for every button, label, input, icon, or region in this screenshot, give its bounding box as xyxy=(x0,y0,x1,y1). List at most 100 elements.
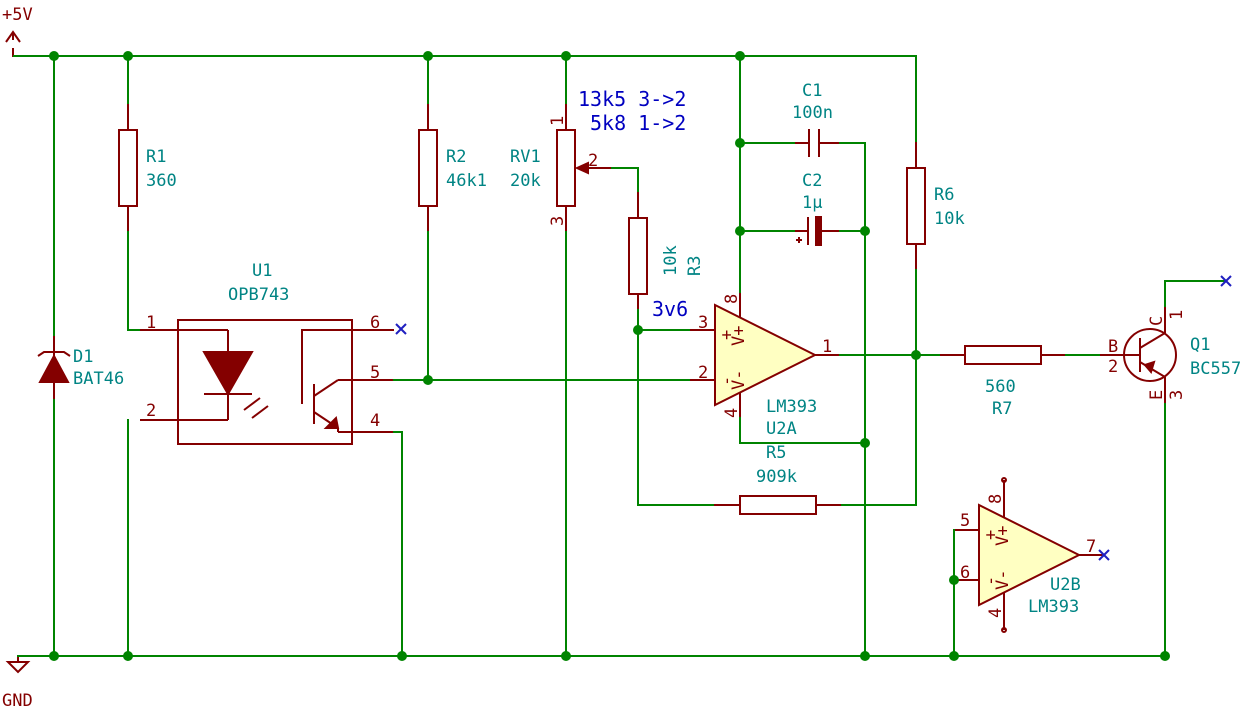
RV1-pin3: 3 xyxy=(548,216,568,226)
U2A-vplus: V+ xyxy=(729,326,749,346)
U2A-ref: U2A xyxy=(766,419,797,439)
U2A-pin4: 4 xyxy=(722,408,742,418)
Q1-pin-c: C xyxy=(1147,316,1167,326)
capacitor-C1: C1 100n xyxy=(739,81,866,157)
node-label-3v6: 3v6 xyxy=(652,297,688,321)
C1-value: 100n xyxy=(792,103,833,123)
R5-ref: R5 xyxy=(766,443,786,463)
U2B-pin8: 8 xyxy=(986,494,1006,504)
U1-pin1: 1 xyxy=(146,313,156,333)
U2B-value: LM393 xyxy=(1028,597,1079,617)
gnd-label: GND xyxy=(2,691,33,708)
U2A-pin3: 3 xyxy=(698,313,708,333)
R6-value: 10k xyxy=(934,209,965,229)
Q1-ref: Q1 xyxy=(1190,335,1210,355)
junction xyxy=(860,226,870,236)
junction xyxy=(911,350,921,360)
no-connect-U1-pin6 xyxy=(395,323,407,335)
U2B-vminus: V- xyxy=(993,570,1013,590)
vcc-label: +5V xyxy=(2,5,33,25)
R1-ref: R1 xyxy=(146,147,166,167)
junction xyxy=(735,51,745,61)
U2A-value: LM393 xyxy=(766,397,817,417)
resistor-R3: R3 10k xyxy=(611,167,705,331)
R5-value: 909k xyxy=(756,467,797,487)
D1-value: BAT46 xyxy=(73,369,124,389)
U2A-vminus: V- xyxy=(729,370,749,390)
U2A-minus: - xyxy=(717,376,737,386)
potentiometer-RV1: RV1 20k 1 2 3 xyxy=(510,55,612,657)
wire-Q1-collector xyxy=(1164,280,1227,307)
resistor-R1: R1 360 xyxy=(118,55,179,331)
Q1-pin-e: E xyxy=(1147,390,1167,400)
emission-arrows-icon xyxy=(243,397,269,419)
Q1-value: BC557 xyxy=(1190,359,1241,379)
gnd-symbol: GND xyxy=(2,656,33,708)
R7-value: 560 xyxy=(985,377,1016,397)
no-connect-Q1-collector xyxy=(1220,275,1232,287)
R7-ref: R7 xyxy=(992,399,1012,419)
C1-ref: C1 xyxy=(802,81,822,101)
R2-value: 46k1 xyxy=(446,171,487,191)
resistor-R5: R5 909k xyxy=(637,329,917,515)
junction xyxy=(860,651,870,661)
R6-ref: R6 xyxy=(934,185,954,205)
note-line1: 13k5 3->2 xyxy=(578,87,686,111)
D1-ref: D1 xyxy=(73,347,93,367)
junction xyxy=(949,575,959,585)
wire-U2A-vminus xyxy=(739,417,866,444)
diode-D1: D1 BAT46 xyxy=(37,55,124,657)
capacitor-C2: C2 1µ xyxy=(739,171,866,246)
U1-pin5: 5 xyxy=(370,363,380,383)
junction xyxy=(633,325,643,335)
U2B-pin6: 6 xyxy=(960,563,970,583)
U1-value: OPB743 xyxy=(228,285,289,305)
transistor-Q1: B 2 C 1 E 3 Q1 BC557 xyxy=(1100,306,1241,404)
U2B-plus: + xyxy=(981,530,1001,540)
wire-U1-pin4-gnd xyxy=(393,431,403,657)
junction xyxy=(123,651,133,661)
RV1-pin2: 2 xyxy=(588,151,598,171)
R3-value: 10k xyxy=(661,245,681,276)
U2B-pin5: 5 xyxy=(960,511,970,531)
U2A-plus: + xyxy=(717,330,737,340)
resistor-R6: R6 10k xyxy=(906,55,965,506)
junction xyxy=(735,226,745,236)
U1-ref: U1 xyxy=(252,261,272,281)
C2-ref: C2 xyxy=(802,171,822,191)
junction xyxy=(561,651,571,661)
junction xyxy=(397,651,407,661)
junction xyxy=(423,375,433,385)
junction xyxy=(735,138,745,148)
U1-pin6: 6 xyxy=(370,313,380,333)
Q1-pin-b: B xyxy=(1108,337,1118,357)
junctions xyxy=(49,51,1170,661)
no-connect-U2B-pin7 xyxy=(1098,549,1110,561)
U2A-pin1: 1 xyxy=(822,337,832,357)
junction xyxy=(949,651,959,661)
U1-pin4: 4 xyxy=(370,411,380,431)
junction xyxy=(49,51,59,61)
Q1-pin3: 3 xyxy=(1167,390,1187,400)
resistor-R2: R2 46k1 xyxy=(418,55,487,381)
U2B-pin4: 4 xyxy=(986,608,1006,618)
comparator-U2B: 5 6 7 8 4 V+ V- + - U2B LM393 xyxy=(954,477,1104,633)
Q1-pin2: 2 xyxy=(1108,357,1118,377)
RV1-ref: RV1 xyxy=(510,147,541,167)
U2B-ref: U2B xyxy=(1050,575,1081,595)
R2-ref: R2 xyxy=(446,147,466,167)
optocoupler-U1: U1 OPB743 1 2 6 5 4 xyxy=(140,261,402,445)
junction xyxy=(561,51,571,61)
U2B-minus: - xyxy=(981,576,1001,586)
R1-value: 360 xyxy=(146,171,177,191)
note-line2: 5k8 1->2 xyxy=(590,111,686,135)
resistor-R7: 560 R7 xyxy=(940,345,1101,419)
RV1-value: 20k xyxy=(510,171,541,191)
C2-value: 1µ xyxy=(802,193,822,213)
junction xyxy=(423,51,433,61)
junction xyxy=(1160,651,1170,661)
R3-ref: R3 xyxy=(685,256,705,276)
vcc-symbol: +5V xyxy=(2,5,50,57)
RV1-pin1: 1 xyxy=(548,116,568,126)
